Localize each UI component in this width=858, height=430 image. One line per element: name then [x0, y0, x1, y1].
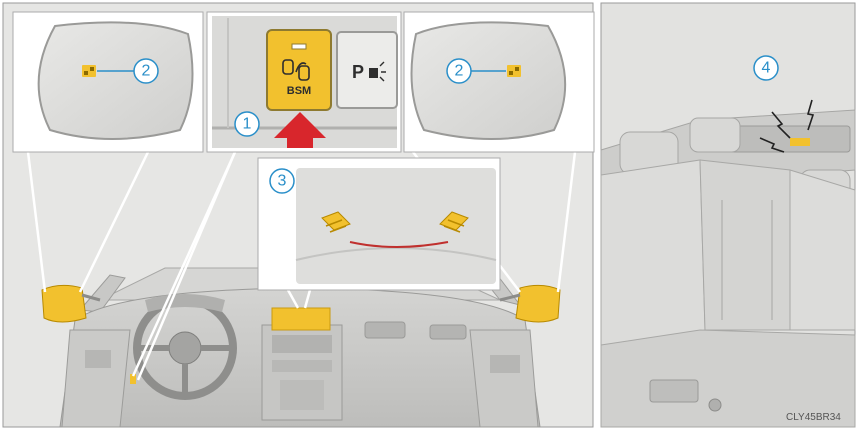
callout-2-left-label: 2 — [142, 63, 151, 80]
rear-seat-panel: 4 CLY45BR34 — [601, 3, 855, 427]
rear-sensor-indicator — [790, 138, 810, 146]
callout-2-right-label: 2 — [455, 63, 464, 80]
inset-right-mirror: 2 — [404, 12, 594, 152]
image-code: CLY45BR34 — [786, 412, 841, 423]
inset-bsm-switch: BSM P 1 — [207, 12, 401, 152]
callout-3-label: 3 — [278, 173, 287, 190]
inset-head-up-display: 3 — [258, 158, 500, 290]
bsm-button-label: BSM — [287, 85, 311, 97]
bsm-indicator-icon — [507, 65, 521, 77]
callout-4-label: 4 — [762, 60, 771, 77]
head-up-display-highlight — [272, 308, 330, 330]
parking-sensor-button — [337, 32, 397, 108]
inset-left-mirror: 2 — [13, 12, 203, 152]
callout-1-label: 1 — [243, 116, 252, 133]
dashboard-illustration — [60, 268, 540, 427]
parking-button-label: P — [352, 62, 364, 82]
bsm-indicator-icon — [82, 65, 96, 77]
